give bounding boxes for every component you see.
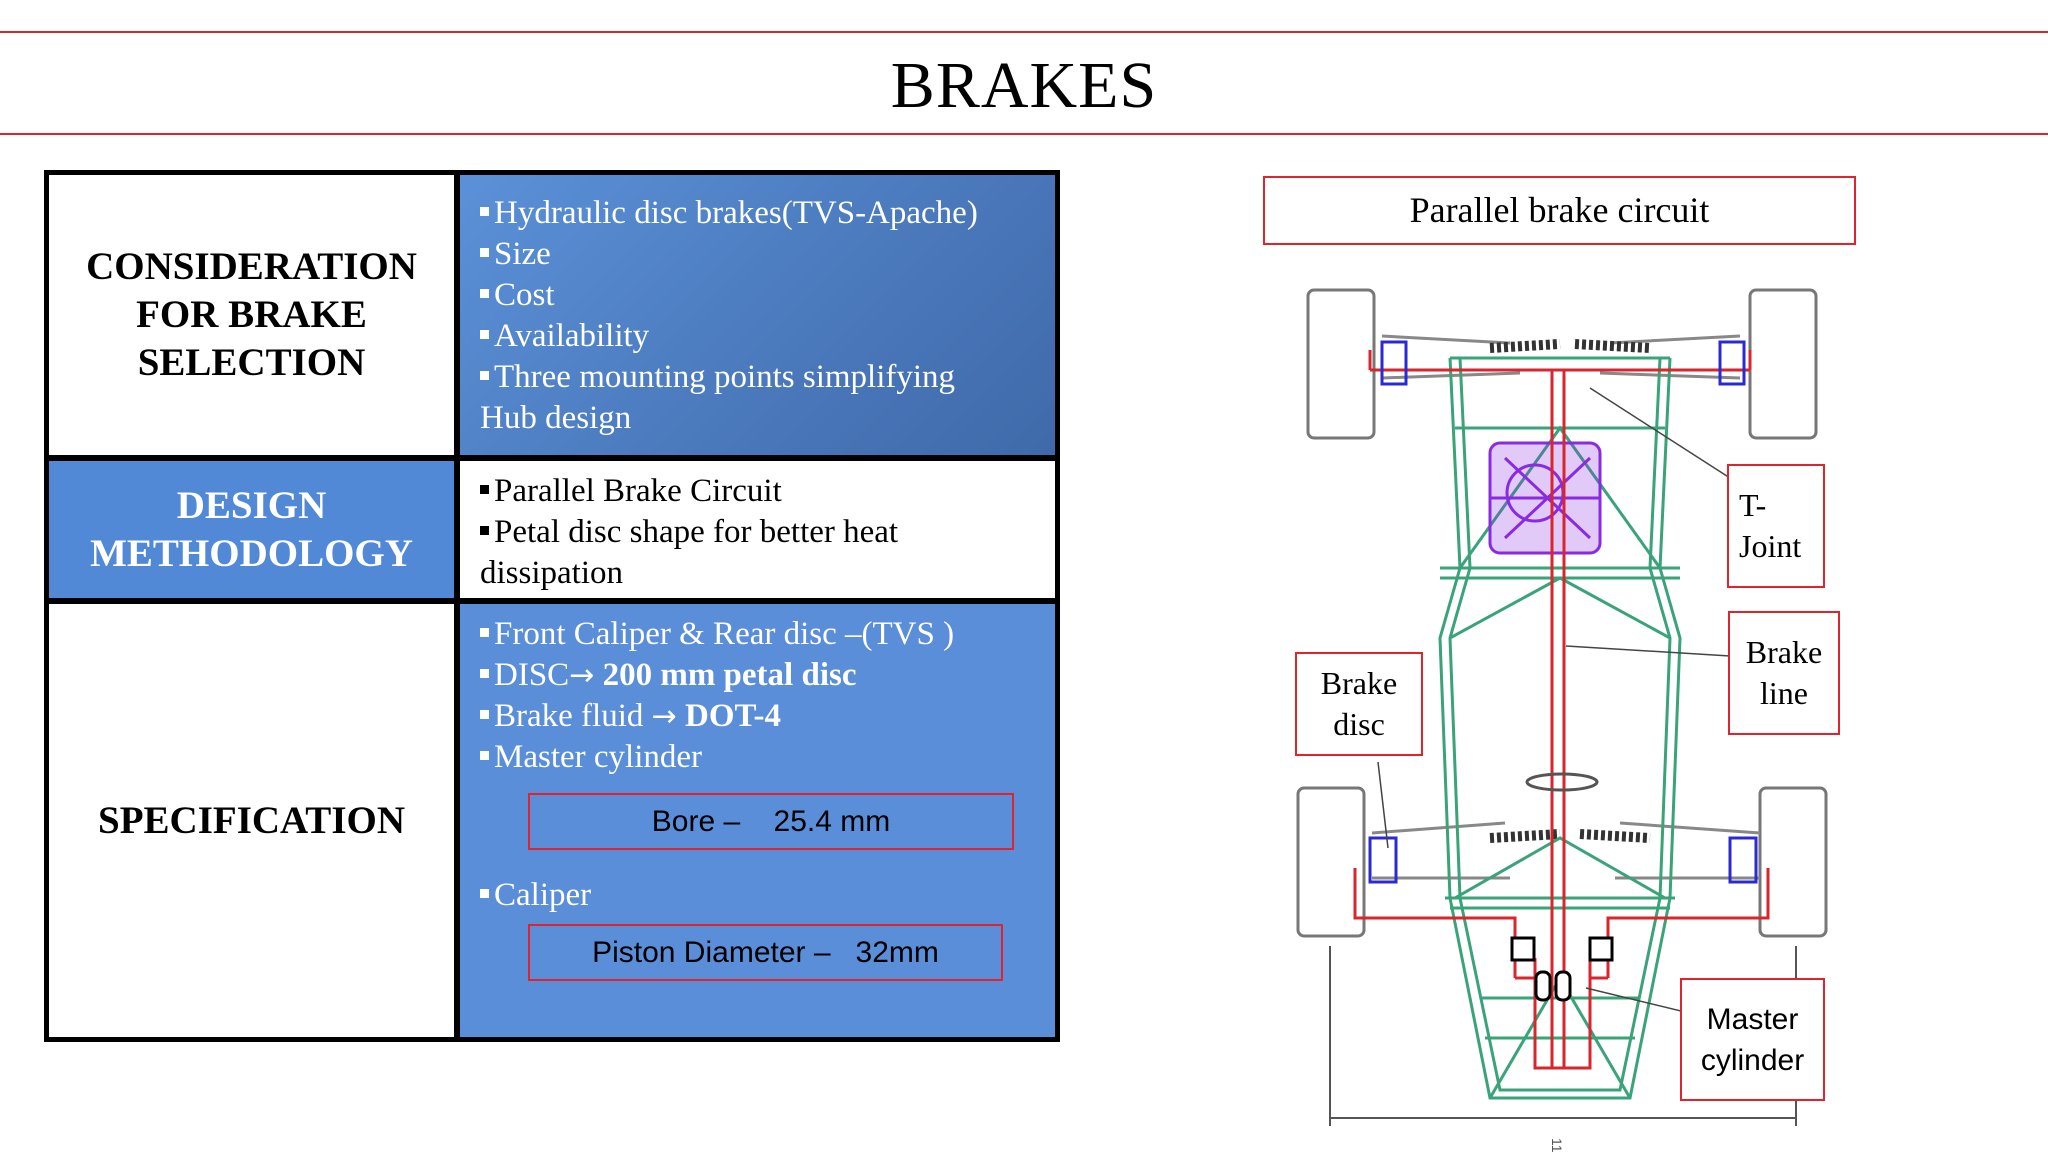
- rear-left-brake-disc: [1368, 836, 1398, 884]
- list-item: Brake fluid → DOT-4: [480, 696, 1045, 737]
- master-cylinder-reservoir: [1510, 936, 1536, 962]
- title-underline: [0, 133, 2048, 135]
- row-content-consideration: Hydraulic disc brakes(TVS-Apache) Size C…: [460, 175, 1055, 455]
- list-item: Front Caliper & Rear disc –(TVS ): [480, 614, 1045, 655]
- dimension-label: 1143: [1549, 1138, 1565, 1152]
- front-left-wheel: [1306, 288, 1376, 440]
- brake-spec-table: CONSIDERATION FOR BRAKE SELECTION Hydrau…: [44, 170, 1060, 1042]
- list-item: Parallel Brake Circuit: [480, 471, 1045, 512]
- list-item: Petal disc shape for better heat: [480, 512, 1045, 553]
- row-heading-design: DESIGN METHODOLOGY: [49, 461, 454, 598]
- row-heading-consideration: CONSIDERATION FOR BRAKE SELECTION: [49, 175, 454, 455]
- list-item: Master cylinder: [480, 737, 1045, 778]
- row-heading-specification: SPECIFICATION: [49, 604, 454, 1037]
- rear-left-wheel: [1296, 786, 1366, 938]
- label-t-joint: T- Joint: [1727, 464, 1825, 588]
- diagram-title-box: Parallel brake circuit: [1263, 176, 1856, 245]
- master-cylinder-reservoir: [1588, 936, 1614, 962]
- rear-right-wheel: [1758, 786, 1828, 938]
- list-item: DISC→ 200 mm petal disc: [480, 655, 1045, 696]
- list-item: Availability: [480, 316, 1045, 357]
- row-content-design: Parallel Brake Circuit Petal disc shape …: [460, 461, 1055, 598]
- piston-spec-box: Piston Diameter – 32mm: [528, 924, 1003, 981]
- list-item: Caliper: [480, 875, 591, 916]
- list-item-continuation: Hub design: [480, 400, 632, 436]
- label-brake-disc: Brake disc: [1295, 652, 1423, 756]
- label-brake-line: Brake line: [1728, 611, 1840, 735]
- label-master-cylinder: Master cylinder: [1680, 978, 1825, 1101]
- list-item: Cost: [480, 275, 1045, 316]
- arrow-right-icon: →: [569, 658, 595, 693]
- front-right-wheel: [1748, 288, 1818, 440]
- row-content-specification: Front Caliper & Rear disc –(TVS ) DISC→ …: [460, 604, 1055, 1037]
- arrow-right-icon: →: [651, 699, 677, 734]
- top-rule: [0, 31, 2048, 33]
- list-item: Three mounting points simplifying: [480, 357, 1045, 398]
- list-item: Hydraulic disc brakes(TVS-Apache): [480, 193, 1045, 234]
- slide-title: BRAKES: [890, 49, 1158, 122]
- steering-wheel: [1525, 772, 1599, 792]
- rear-right-brake-disc: [1728, 836, 1758, 884]
- front-right-brake-disc: [1718, 340, 1746, 386]
- front-left-brake-disc: [1380, 340, 1408, 386]
- list-item-continuation: dissipation: [480, 555, 624, 591]
- list-item: Size: [480, 234, 1045, 275]
- brake-circuit-diagram: 1143: [1296, 288, 1828, 1152]
- bore-spec-box: Bore – 25.4 mm: [528, 793, 1014, 850]
